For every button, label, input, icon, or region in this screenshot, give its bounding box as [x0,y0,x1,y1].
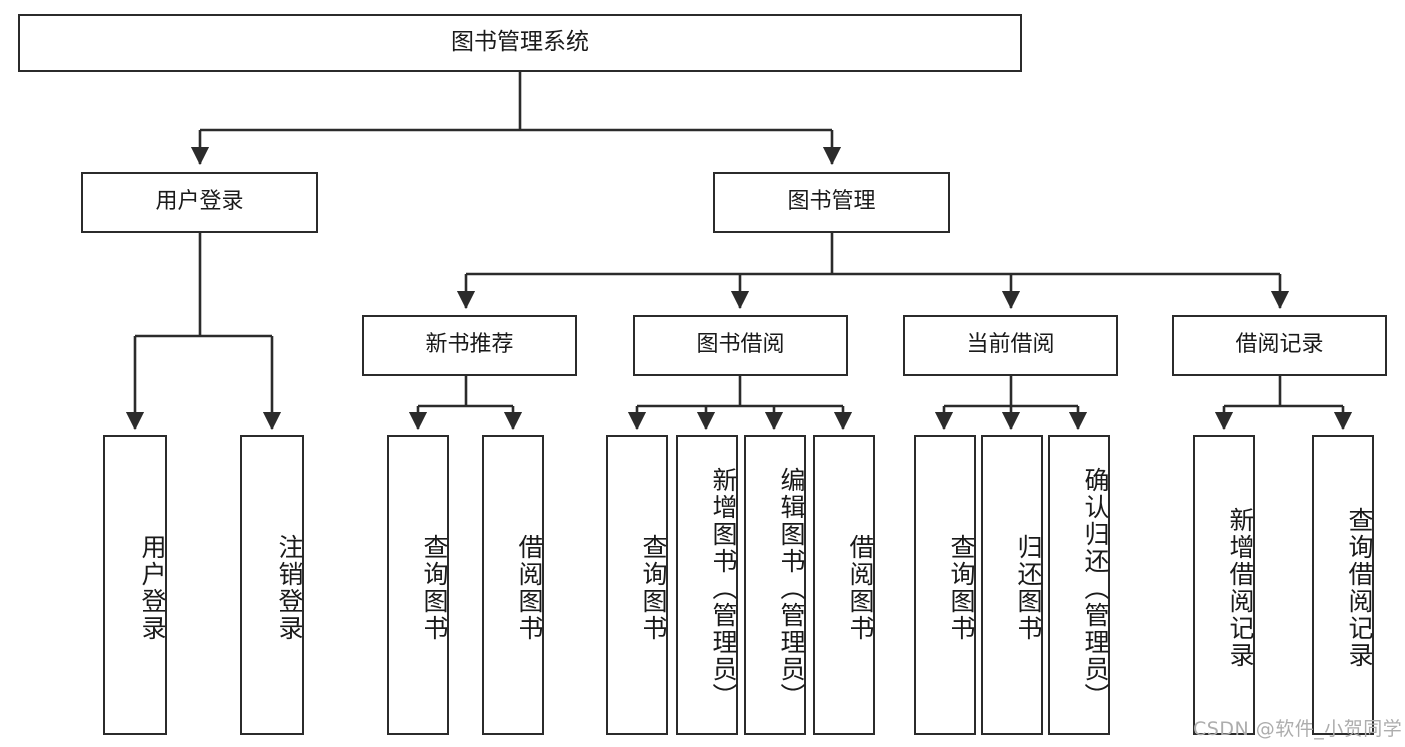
node-leaf-edit-book[interactable]: 编辑图书（管理员） [744,435,806,735]
node-label: 查询借阅记录 [1345,507,1374,669]
node-label: 用户登录 [138,534,167,642]
node-label: 当前借阅 [966,332,1055,358]
node-label: 图书管理 [787,189,876,215]
node-leaf-borrow-book[interactable]: 借阅图书 [813,435,875,735]
node-book-manage[interactable]: 图书管理 [713,172,950,233]
node-new-book-recommend[interactable]: 新书推荐 [362,315,577,376]
node-leaf-return-book[interactable]: 归还图书 [981,435,1043,735]
node-label: 查询图书 [947,534,976,642]
node-current-borrow[interactable]: 当前借阅 [903,315,1118,376]
node-leaf-query-borrow-record[interactable]: 查询借阅记录 [1312,435,1374,735]
node-label: 新增借阅记录 [1226,507,1255,669]
node-label: 借阅图书 [846,534,875,642]
node-label: 注销登录 [275,534,304,642]
node-leaf-query-book-borrow[interactable]: 查询图书 [606,435,668,735]
node-label: 图书借阅 [696,332,785,358]
node-label: 新增图书（管理员） [709,466,738,710]
node-label: 编辑图书（管理员） [777,466,806,710]
node-root-system[interactable]: 图书管理系统 [18,14,1022,72]
node-leaf-query-book-recommend[interactable]: 查询图书 [387,435,449,735]
node-leaf-borrow-book-recommend[interactable]: 借阅图书 [482,435,544,735]
node-label: 查询图书 [420,534,449,642]
node-leaf-confirm-return[interactable]: 确认归还（管理员） [1048,435,1110,735]
node-label: 新书推荐 [425,332,514,358]
node-leaf-user-login[interactable]: 用户登录 [103,435,167,735]
node-label: 确认归还（管理员） [1081,466,1110,710]
node-book-borrow[interactable]: 图书借阅 [633,315,848,376]
node-label: 图书管理系统 [451,29,589,56]
node-leaf-query-book-current[interactable]: 查询图书 [914,435,976,735]
node-label: 归还图书 [1014,534,1043,642]
node-label: 用户登录 [155,189,244,215]
node-user-login[interactable]: 用户登录 [81,172,318,233]
node-label: 借阅图书 [515,534,544,642]
node-borrow-record[interactable]: 借阅记录 [1172,315,1387,376]
node-leaf-add-book[interactable]: 新增图书（管理员） [676,435,738,735]
node-leaf-add-borrow-record[interactable]: 新增借阅记录 [1193,435,1255,735]
node-label: 借阅记录 [1235,332,1324,358]
node-leaf-user-logout[interactable]: 注销登录 [240,435,304,735]
node-label: 查询图书 [639,534,668,642]
